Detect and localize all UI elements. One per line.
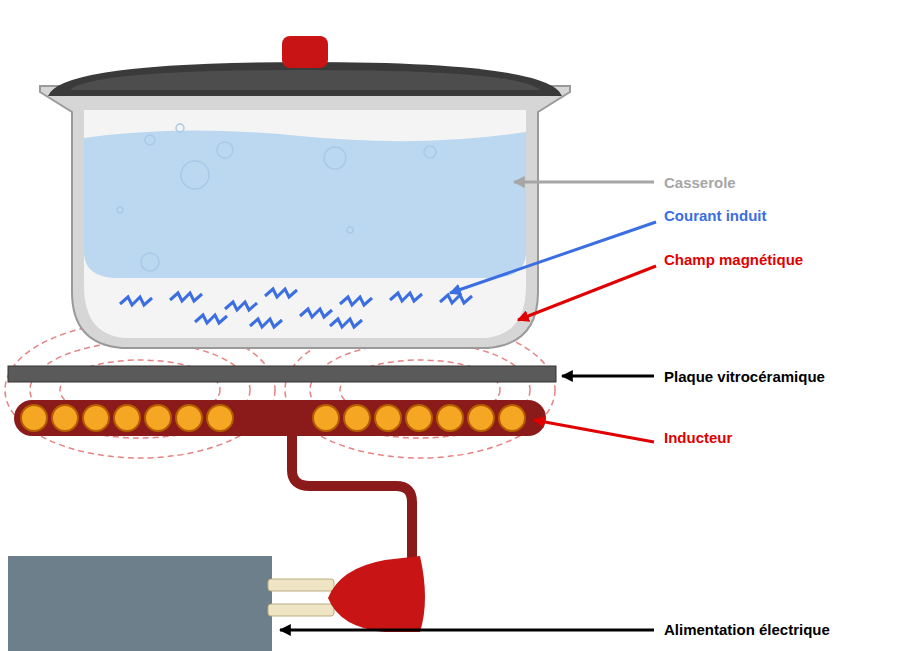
- leader-line: [562, 375, 654, 378]
- power-supply: [8, 556, 272, 651]
- leader-line: [534, 420, 654, 442]
- part-label: Casserole: [662, 174, 738, 192]
- glass-ceramic-plate: [8, 366, 556, 382]
- leader-line: [514, 181, 654, 184]
- coil-turn: [207, 405, 233, 431]
- current-zigzag: [300, 309, 332, 317]
- current-zigzag: [340, 297, 372, 305]
- coil-turn: [375, 405, 401, 431]
- coil-turn: [344, 405, 370, 431]
- coil-turn: [406, 405, 432, 431]
- coil-turn: [468, 405, 494, 431]
- coil-turn: [83, 405, 109, 431]
- coil-turn: [114, 405, 140, 431]
- leader-line: [450, 222, 656, 293]
- coil-turn: [145, 405, 171, 431]
- current-zigzag: [120, 297, 152, 305]
- induced-current: [120, 289, 472, 327]
- current-zigzag: [440, 295, 472, 303]
- leader-line: [280, 629, 654, 632]
- current-zigzag: [170, 293, 202, 301]
- coil-turn: [176, 405, 202, 431]
- pot: [40, 86, 570, 348]
- part-label: Courant induit: [662, 207, 768, 225]
- coil-turn: [52, 405, 78, 431]
- leader-arrows: [280, 182, 656, 630]
- part-label: Plaque vitrocéramique: [662, 368, 827, 386]
- coil-turn: [437, 405, 463, 431]
- current-zigzag: [330, 319, 362, 327]
- part-label: Alimentation électrique: [662, 621, 832, 639]
- part-label: Champ magnétique: [662, 251, 805, 269]
- current-zigzag: [225, 302, 257, 310]
- current-zigzag: [250, 319, 282, 327]
- current-zigzag: [265, 289, 297, 297]
- coil-turn: [21, 405, 47, 431]
- current-zigzag: [195, 315, 227, 323]
- plug: [328, 556, 425, 632]
- plug-prong: [268, 604, 334, 616]
- lid-knob: [282, 36, 328, 68]
- leader-line: [518, 266, 656, 320]
- inductor-coil: [14, 400, 546, 436]
- plug-prong: [268, 579, 334, 591]
- power-cable: [292, 434, 412, 562]
- coil-turn: [499, 405, 525, 431]
- current-zigzag: [390, 293, 422, 301]
- pot-lid: [48, 36, 562, 96]
- coil-turn: [313, 405, 339, 431]
- coil-windings: [21, 405, 525, 431]
- part-label: Inducteur: [662, 429, 734, 447]
